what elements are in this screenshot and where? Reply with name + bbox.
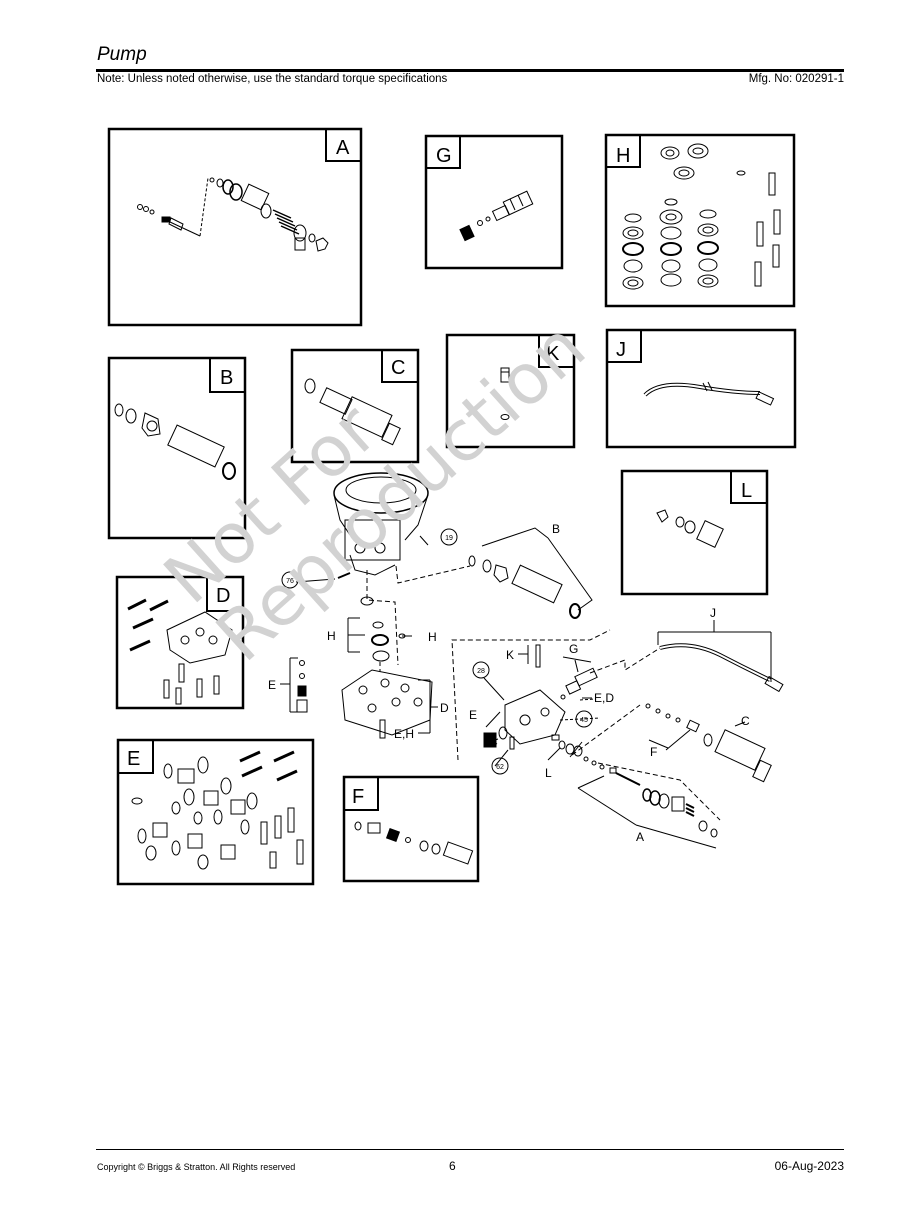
panel-a-parts <box>137 177 329 252</box>
panel-f-letter: F <box>352 786 364 808</box>
panel-k-parts <box>500 367 510 420</box>
publish-date: 06-Aug-2023 <box>774 1159 844 1173</box>
panel-h-letter: H <box>616 145 630 167</box>
panel-d-frame <box>115 575 245 710</box>
mfg-number: Mfg. No: 020291-1 <box>748 73 844 85</box>
panel-f-parts <box>354 821 474 865</box>
panel-j-letter: J <box>616 339 626 361</box>
panel-g-frame <box>424 134 564 270</box>
page-number: 6 <box>449 1159 456 1173</box>
panel-c-letter: C <box>391 357 405 379</box>
panel-h-frame <box>604 133 796 308</box>
panel-b-letter: B <box>220 367 233 389</box>
panel-g-parts <box>459 190 534 242</box>
label-g: G <box>569 642 578 656</box>
label-c: C <box>741 714 750 728</box>
panel-j-frame <box>605 328 797 449</box>
callout-19: 19 <box>445 535 453 542</box>
panel-b-frame <box>107 356 247 540</box>
panel-g-letter: G <box>436 145 452 167</box>
copyright-text: Copyright © Briggs & Stratton. All Right… <box>97 1162 296 1172</box>
manifold-assembly <box>451 629 784 838</box>
callout-28-ring <box>472 661 490 679</box>
label-a: A <box>636 830 644 844</box>
label-l: L <box>545 766 552 780</box>
callout-19-ring <box>440 528 458 546</box>
panel-e-parts <box>131 750 304 870</box>
label-j: J <box>710 606 716 620</box>
label-h-2: H <box>428 630 437 644</box>
label-e-left: E <box>268 678 276 692</box>
panel-a-frame <box>107 127 363 327</box>
label-b: B <box>552 522 560 536</box>
panel-k-frame <box>445 333 576 449</box>
leader-lines <box>280 535 772 849</box>
panel-c-frame <box>290 348 420 464</box>
torque-note: Note: Unless noted otherwise, use the st… <box>97 73 448 85</box>
panel-f-frame <box>342 775 480 883</box>
panel-k-letter: K <box>546 343 560 365</box>
label-f: F <box>650 745 657 759</box>
label-k: K <box>506 648 514 662</box>
panel-d-letter: D <box>216 585 230 607</box>
panel-l-parts <box>656 509 724 548</box>
panel-e-frame <box>116 738 315 886</box>
panel-c-parts <box>304 378 401 446</box>
b-group <box>468 527 593 619</box>
pump-assembly <box>296 472 471 739</box>
callout-76-ring <box>281 571 299 589</box>
panel-h-parts <box>622 143 781 290</box>
panel-j-parts <box>643 381 775 406</box>
callout-76: 76 <box>286 578 294 585</box>
header-rule <box>96 69 844 72</box>
callout-45: 45 <box>580 717 588 724</box>
footer-rule <box>96 1149 844 1150</box>
page-title: Pump <box>97 44 147 65</box>
label-d: D <box>440 701 449 715</box>
callout-62: 62 <box>496 764 504 771</box>
callout-62-ring <box>491 757 509 775</box>
panel-e-letter: E <box>127 748 140 770</box>
label-eh: E,H <box>394 727 414 741</box>
callout-28: 28 <box>477 668 485 675</box>
label-ed: E,D <box>594 691 614 705</box>
panel-l-frame <box>620 469 769 596</box>
callout-45-ring <box>575 710 593 728</box>
label-h: H <box>327 629 336 643</box>
panel-l-letter: L <box>741 480 752 502</box>
panel-b-parts <box>114 403 236 480</box>
panel-a-letter: A <box>336 137 350 159</box>
label-e-mid: E <box>469 708 477 722</box>
panel-d-parts <box>127 598 233 705</box>
